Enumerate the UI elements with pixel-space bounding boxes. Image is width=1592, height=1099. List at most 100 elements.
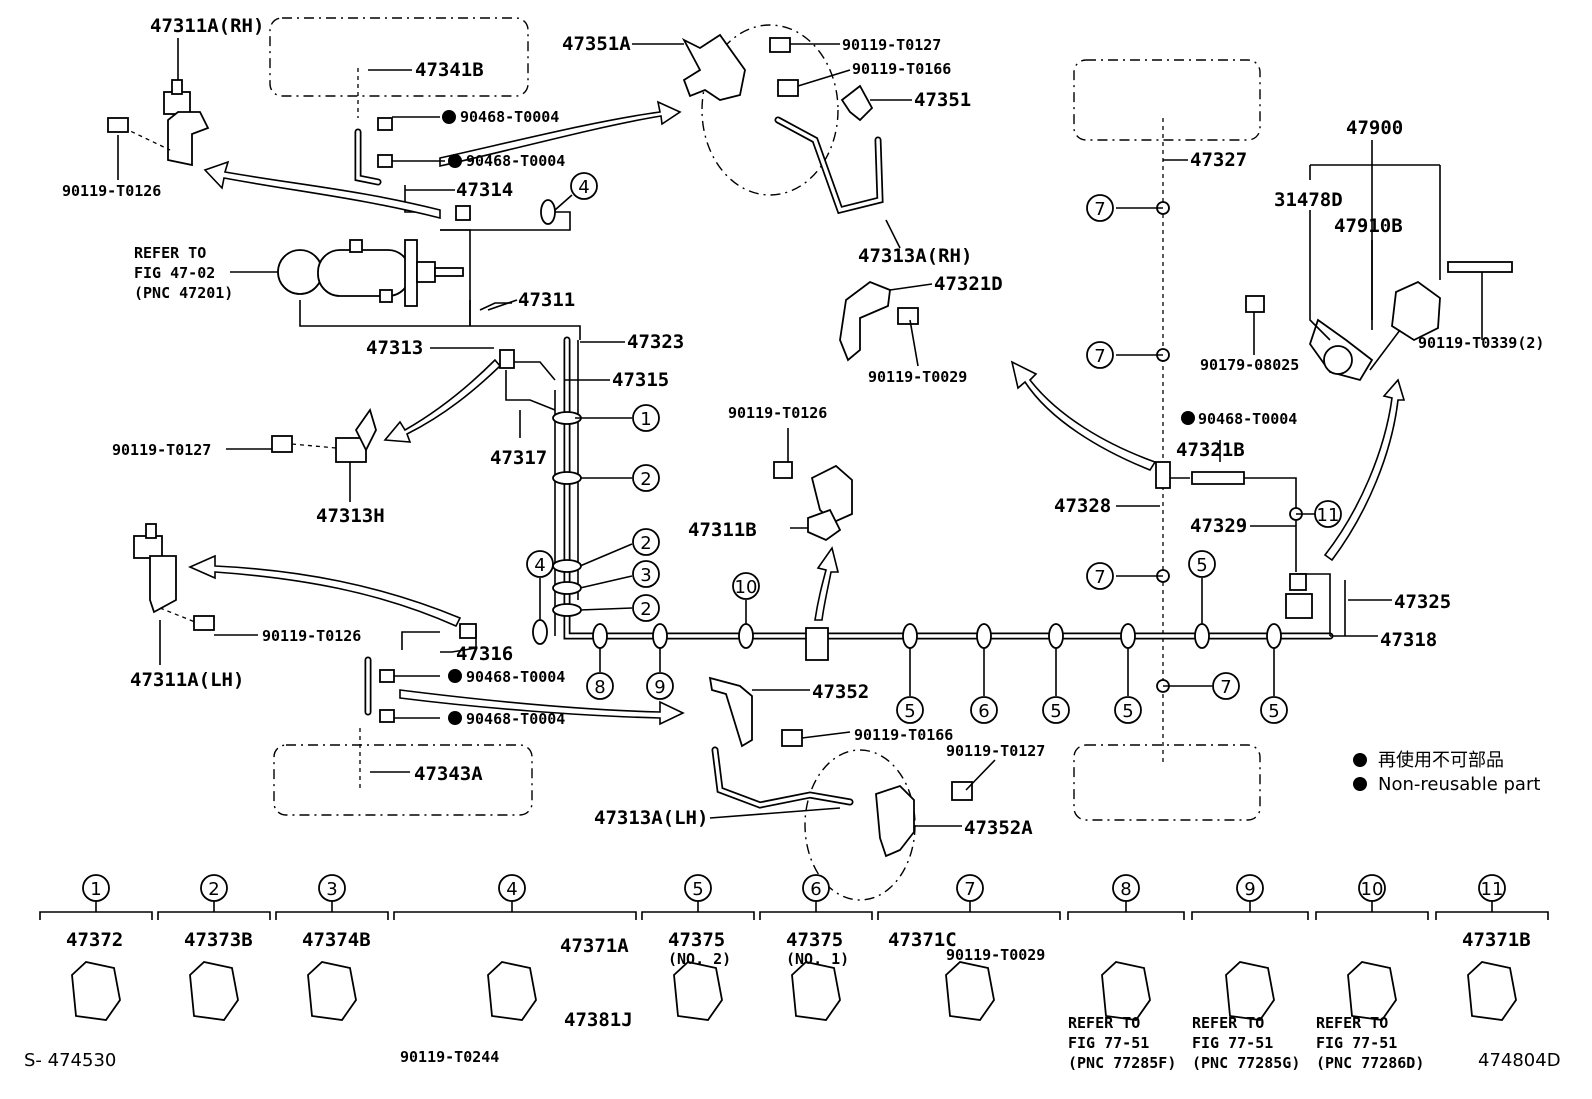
svg-text:4: 4	[534, 555, 545, 576]
label-47341B: 47341B	[415, 59, 484, 81]
clamp-6-part: 47375	[786, 929, 843, 951]
clamp-10-ref1: REFER TO	[1316, 1014, 1388, 1032]
label-90119-T0126-b: 90119-T0126	[728, 404, 827, 422]
label-47311: 47311	[518, 289, 575, 311]
clamp-7-part: 47371C	[888, 929, 957, 951]
label-47352A: 47352A	[964, 817, 1033, 839]
label-47313: 47313	[366, 337, 423, 359]
clamp-2-part: 47373B	[184, 929, 253, 951]
clamp-5-number: 5	[692, 879, 703, 900]
label-90119-T0126-a: 90119-T0126	[62, 182, 161, 200]
clamp-9-ref3: (PNC 77285G)	[1192, 1054, 1300, 1072]
clamp-3-part: 47374B	[302, 929, 371, 951]
footer-right-code: 474804D	[1478, 1050, 1561, 1071]
legend-jp: 再使用不可部品	[1378, 750, 1504, 771]
label-47314: 47314	[456, 179, 513, 201]
svg-text:5: 5	[904, 701, 915, 722]
label-47315: 47315	[612, 369, 669, 391]
clamp-table: 147372247373B347374B447371A47381J90119-T…	[39, 874, 1549, 1072]
clamp-6-bracket	[759, 911, 873, 920]
callout-circles: 1 2 2 3 2 4 4 8 9 10 5 6 5 5 5 5 7 7 7 7…	[526, 172, 1342, 724]
clamp-6-sub: (NO. 1)	[786, 950, 849, 968]
svg-text:7: 7	[1094, 567, 1105, 588]
clamp-11-number: 11	[1481, 879, 1504, 900]
label-47323: 47323	[627, 331, 684, 353]
label-refer-to-fig-47-02-l2: FIG 47-02	[134, 264, 215, 282]
label-47317: 47317	[490, 447, 547, 469]
label-90119-T0127-a: 90119-T0127	[112, 441, 211, 459]
reference-box-bottom-left	[273, 744, 533, 816]
master-cylinder	[277, 239, 464, 307]
label-47321B: 47321B	[1176, 439, 1245, 461]
clamp-5-shape	[673, 961, 723, 1021]
label-47329: 47329	[1190, 515, 1247, 537]
label-90119-T0339: 90119-T0339(2)	[1418, 334, 1544, 352]
svg-text:8: 8	[594, 677, 605, 698]
clamp-1-part: 47372	[66, 929, 123, 951]
svg-text:7: 7	[1220, 677, 1231, 698]
svg-text:2: 2	[640, 469, 651, 490]
svg-text:2: 2	[640, 533, 651, 554]
svg-text:5: 5	[1268, 701, 1279, 722]
clamp-11-bracket	[1435, 911, 1549, 920]
svg-text:5: 5	[1122, 701, 1133, 722]
arrow-to-47900	[1323, 378, 1406, 562]
label-47311B: 47311B	[688, 519, 757, 541]
label-47352: 47352	[812, 681, 869, 703]
label-refer-to-fig-47-02-l3: (PNC 47201)	[134, 284, 233, 302]
svg-text:11: 11	[1317, 505, 1340, 526]
clamp-11-shape	[1467, 961, 1517, 1021]
label-47313A-LH: 47313A(LH)	[594, 807, 708, 829]
label-47311A-RH: 47311A(RH)	[150, 15, 264, 37]
label-47325: 47325	[1394, 591, 1451, 613]
clamp-2-number: 2	[208, 879, 219, 900]
clamp-11-part: 47371B	[1462, 929, 1531, 951]
pipe-clamps	[532, 199, 1303, 693]
svg-text:7: 7	[1094, 199, 1105, 220]
clamp-5-part: 47375	[668, 929, 725, 951]
clamp-9-number: 9	[1244, 879, 1255, 900]
clamp-4-sub: 47381J	[564, 1009, 633, 1031]
label-47313H: 47313H	[316, 505, 385, 527]
detail-circle-lh	[804, 749, 916, 901]
label-47343A: 47343A	[414, 763, 483, 785]
arrow-to-47352	[399, 689, 685, 726]
leader-lines	[117, 38, 1483, 827]
arrow-to-47311A-RH	[203, 160, 441, 220]
clamp-1-number: 1	[90, 879, 101, 900]
label-90468-T0004-a: 90468-T0004	[460, 108, 559, 126]
clamp-3-shape	[307, 961, 357, 1021]
clamp-8-shape	[1101, 961, 1151, 1021]
footer-left-code: S- 474530	[24, 1050, 116, 1071]
label-47900: 47900	[1346, 117, 1403, 139]
label-47321D: 47321D	[934, 273, 1003, 295]
arrow-to-47311B	[814, 546, 840, 621]
reference-box-top-right	[1073, 59, 1261, 141]
clamp-10-bracket	[1315, 911, 1429, 920]
clamp-10-ref3: (PNC 77286D)	[1316, 1054, 1424, 1072]
svg-text:9: 9	[654, 677, 665, 698]
label-90179-08025: 90179-08025	[1200, 356, 1299, 374]
reference-box-top-left	[269, 17, 529, 97]
clamp-8-ref1: REFER TO	[1068, 1014, 1140, 1032]
label-47311A-LH: 47311A(LH)	[130, 669, 244, 691]
clamp-4-part: 47371A	[560, 935, 629, 957]
clamp-7-sub: 90119-T0029	[946, 946, 1045, 964]
junction-47325	[1289, 573, 1307, 591]
label-90119-T0127-b: 90119-T0127	[842, 36, 941, 54]
clamp-4-bolt: 90119-T0244	[400, 1048, 499, 1066]
clamp-7-shape	[945, 961, 995, 1021]
clamp-4-shape	[487, 961, 537, 1021]
clamp-8-bracket	[1067, 911, 1185, 920]
arrow-to-47321D	[1010, 360, 1157, 471]
clamp-10-number: 10	[1361, 879, 1384, 900]
clamp-4-number: 4	[506, 879, 517, 900]
svg-text:7: 7	[1094, 346, 1105, 367]
arrow-to-47311A-LH	[188, 554, 462, 628]
part-47313H-shape	[271, 407, 377, 463]
part-47321D-shape	[839, 280, 891, 362]
clamp-6-shape	[791, 961, 841, 1021]
non-reusable-markers	[442, 110, 1195, 725]
part-47352A-shape	[875, 784, 915, 858]
